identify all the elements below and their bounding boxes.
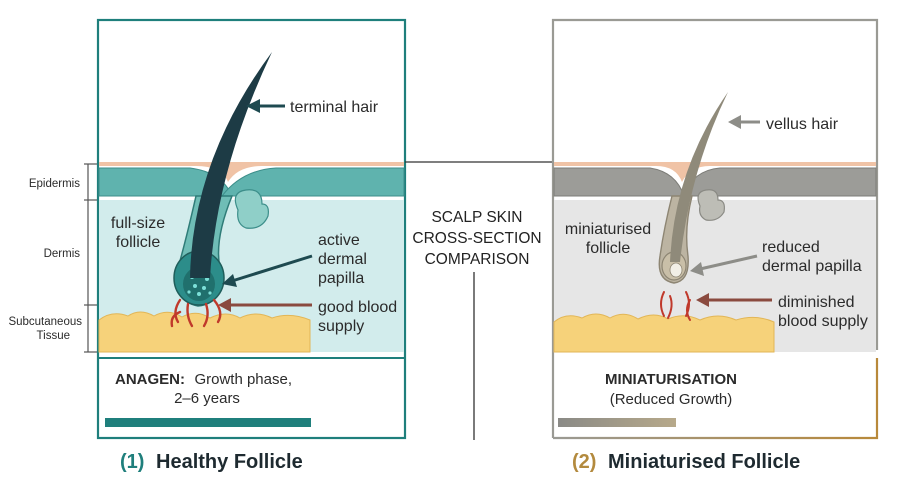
active-papilla-label-2: dermal — [318, 251, 367, 268]
subcutaneous-label: Subcutaneous — [8, 316, 82, 328]
active-papilla-label: active — [318, 232, 360, 249]
full-size-follicle-label-2: follicle — [116, 234, 161, 251]
mini-growth-bar — [558, 418, 676, 427]
reduced-papilla-label-2: dermal papilla — [762, 258, 862, 275]
vellus-hair-shaft — [670, 92, 728, 262]
healthy-follicle-title: (1) Healthy Follicle — [120, 451, 303, 473]
anagen-bold: ANAGEN: — [115, 371, 185, 388]
miniaturisation-caption: MINIATURISATION — [605, 371, 737, 388]
miniaturised-follicle-label-2: follicle — [586, 240, 631, 257]
center-comparison: SCALP SKIN CROSS-SECTION COMPARISON — [405, 161, 553, 440]
healthy-growth-bar — [105, 418, 311, 427]
diminished-blood-label-2: blood supply — [778, 313, 868, 330]
mini-blood-vessels — [660, 291, 691, 321]
epidermis-label: Epidermis — [29, 178, 80, 190]
terminal-hair-shaft — [190, 52, 272, 278]
healthy-arrows — [218, 99, 313, 312]
reduced-growth-caption: (Reduced Growth) — [610, 391, 733, 408]
miniaturised-panel: vellus hair miniaturised follicle reduce… — [551, 18, 879, 473]
healthy-title-text: Healthy Follicle — [156, 451, 303, 473]
full-size-follicle-label: full-size — [111, 215, 165, 232]
center-title-line2: CROSS-SECTION — [412, 230, 541, 247]
healthy-number: (1) — [120, 451, 144, 473]
good-blood-label: good blood — [318, 299, 397, 316]
subcutaneous-label-2: Tissue — [37, 330, 70, 342]
dermis-label: Dermis — [44, 248, 81, 260]
center-title-line1: SCALP SKIN — [431, 209, 522, 226]
mini-title-text: Miniaturised Follicle — [608, 451, 800, 473]
vellus-hair-label: vellus hair — [766, 116, 839, 133]
good-blood-label-2: supply — [318, 318, 364, 335]
anagen-rest: Growth phase, — [194, 371, 292, 388]
anagen-caption: ANAGEN: Growth phase, — [115, 371, 292, 388]
mini-arrows — [690, 115, 772, 307]
layer-labels: Epidermis Dermis Subcutaneous Tissue — [8, 163, 98, 353]
miniaturised-follicle-title: (2) Miniaturised Follicle — [572, 451, 800, 473]
mini-number: (2) — [572, 451, 596, 473]
center-title-line3: COMPARISON — [425, 251, 530, 268]
healthy-blood-vessels — [170, 298, 222, 328]
healthy-frame — [96, 18, 407, 440]
miniaturised-follicle-label: miniaturised — [565, 221, 651, 238]
active-papilla-label-3: papilla — [318, 270, 364, 287]
healthy-panel: terminal hair full-size follicle active … — [96, 18, 407, 473]
reduced-papilla-label: reduced — [762, 239, 820, 256]
diminished-blood-label: diminished — [778, 294, 854, 311]
anagen-years: 2–6 years — [174, 390, 240, 407]
terminal-hair-label: terminal hair — [290, 99, 379, 116]
